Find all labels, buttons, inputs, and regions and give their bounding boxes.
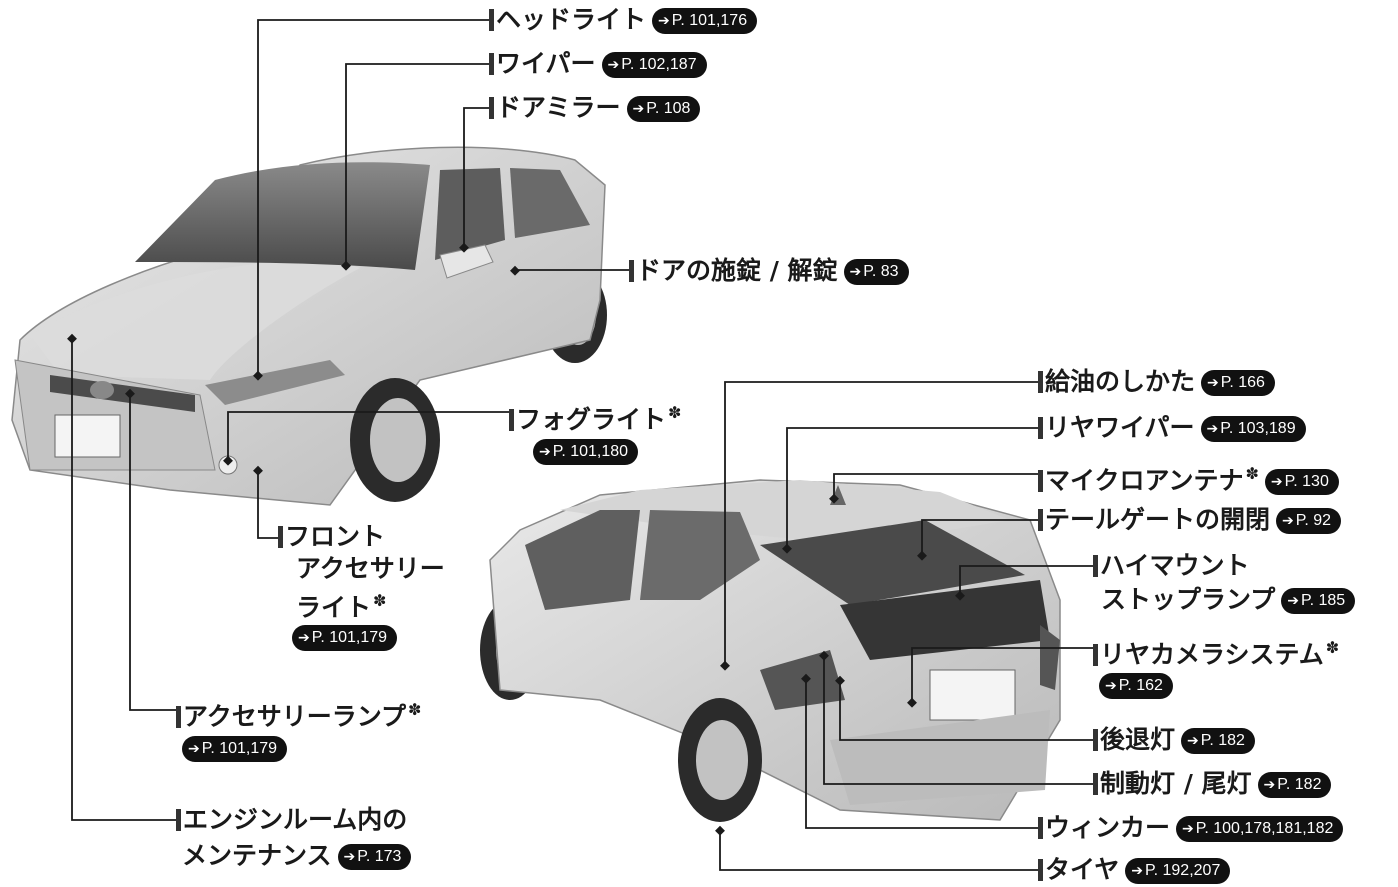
arrow-icon: ➔	[1182, 821, 1194, 837]
label-text: マイクロアンテナ	[1045, 466, 1244, 495]
label-text: 給油のしかた	[1045, 367, 1196, 396]
label-text: 制動灯 / 尾灯	[1100, 769, 1252, 798]
arrow-icon: ➔	[607, 57, 620, 73]
arrow-icon: ➔	[539, 444, 551, 460]
ref-fog-light: ➔P. 101,180	[533, 436, 639, 466]
leader-dots	[67, 242, 965, 836]
page-ref-link[interactable]: ➔P. 101,179	[182, 736, 288, 762]
rear-car	[480, 479, 1061, 822]
label-tailgate: テールゲートの開閉➔P. 92	[1038, 505, 1342, 535]
label-text: ワイパー	[496, 49, 596, 78]
arrow-icon: ➔	[188, 741, 200, 757]
label-text: ドアの施錠 / 解錠	[636, 256, 838, 285]
label-rear-camera: リヤカメラシステム✽	[1093, 633, 1339, 670]
page-ref-link[interactable]: ➔P. 100,178,181,182	[1176, 816, 1344, 842]
label-accessory-lamp: アクセサリーランプ✽	[176, 695, 421, 732]
arrow-icon: ➔	[1263, 777, 1276, 793]
label-high-mount-stop-line2: ストップランプ➔P. 185	[1101, 585, 1356, 615]
label-text: エンジンルーム内の	[183, 805, 408, 834]
option-mark: ✽	[1245, 464, 1259, 483]
arrow-icon: ➔	[849, 264, 862, 280]
label-text: 後退灯	[1100, 725, 1176, 754]
page-ref-link[interactable]: ➔P. 185	[1281, 588, 1356, 614]
label-text: テールゲートの開閉	[1045, 505, 1271, 534]
label-text: ドアミラー	[496, 93, 621, 122]
page-ref-link[interactable]: ➔P. 166	[1201, 370, 1275, 396]
page-ref-link[interactable]: ➔P. 102,187	[601, 52, 707, 78]
option-mark: ✽	[373, 591, 387, 610]
arrow-icon: ➔	[1207, 375, 1219, 391]
label-text-line2: アクセサリー	[296, 554, 445, 583]
page-ref-link[interactable]: ➔P. 101,179	[292, 625, 398, 651]
arrow-icon: ➔	[298, 630, 310, 646]
label-rear-wiper: リヤワイパー➔P. 103,189	[1038, 413, 1306, 443]
page-ref-link[interactable]: ➔P. 92	[1276, 508, 1342, 534]
page-ref-link[interactable]: ➔P. 101,180	[533, 439, 639, 465]
label-engine-room-line2: メンテナンス➔P. 173	[182, 841, 412, 871]
page-ref-link[interactable]: ➔P. 192,207	[1125, 858, 1231, 884]
arrow-icon: ➔	[1206, 421, 1219, 437]
label-headlight: ヘッドライト➔P. 101,176	[489, 5, 758, 35]
page-ref-link[interactable]: ➔P. 182	[1257, 772, 1332, 798]
ref-rear-camera: ➔P. 162	[1099, 670, 1173, 700]
arrow-icon: ➔	[658, 13, 670, 29]
label-text: リヤカメラシステム	[1100, 640, 1324, 669]
arrow-icon: ➔	[343, 849, 356, 865]
label-text-line3: ライト✽	[296, 591, 387, 622]
page-ref-link[interactable]: ➔P. 162	[1099, 673, 1173, 699]
option-mark: ✽	[668, 403, 682, 422]
arrow-icon: ➔	[1270, 474, 1283, 490]
page-ref-link[interactable]: ➔P. 130	[1264, 469, 1339, 495]
arrow-icon: ➔	[1105, 678, 1117, 694]
label-text: フォグライト	[516, 405, 667, 434]
page-ref-link[interactable]: ➔P. 83	[843, 259, 909, 285]
arrow-icon: ➔	[1131, 863, 1143, 879]
label-text: アクセサリーランプ	[183, 702, 407, 731]
label-text: タイヤ	[1045, 855, 1120, 884]
front-car	[11, 146, 607, 506]
ref-accessory-lamp: ➔P. 101,179	[182, 733, 288, 763]
label-turn-signal: ウィンカー➔P. 100,178,181,182	[1038, 813, 1344, 843]
label-brake-tail: 制動灯 / 尾灯➔P. 182	[1093, 769, 1332, 799]
option-mark: ✽	[408, 700, 422, 719]
leader-lines	[71, 19, 1095, 871]
label-text: フロント	[285, 522, 386, 551]
page-ref-link[interactable]: ➔P. 108	[626, 96, 701, 122]
label-fog-light: フォグライト✽	[509, 398, 681, 435]
label-micro-antenna: マイクロアンテナ✽ ➔P. 130	[1038, 459, 1339, 496]
option-mark: ✽	[1325, 638, 1340, 657]
label-backup-light: 後退灯➔P. 182	[1093, 725, 1255, 755]
label-engine-room: エンジンルーム内の	[176, 805, 407, 835]
label-tire: タイヤ➔P. 192,207	[1038, 855, 1231, 885]
label-door-mirror: ドアミラー➔P. 108	[489, 93, 701, 123]
arrow-icon: ➔	[1287, 593, 1299, 609]
label-text: ヘッドライト	[496, 5, 647, 34]
arrow-icon: ➔	[1282, 513, 1294, 529]
label-door-lock: ドアの施錠 / 解錠➔P. 83	[629, 256, 909, 286]
page-ref-link[interactable]: ➔P. 182	[1181, 728, 1255, 754]
page-ref-link[interactable]: ➔P. 173	[337, 844, 412, 870]
label-text: ハイマウント	[1100, 551, 1250, 580]
page-ref-link[interactable]: ➔P. 101,176	[652, 8, 758, 34]
label-text: リヤワイパー	[1045, 413, 1195, 442]
label-wiper: ワイパー➔P. 102,187	[489, 49, 707, 79]
ref-front-accessory-light: ➔P. 101,179	[292, 622, 398, 652]
label-front-accessory-light: フロント	[278, 522, 385, 552]
page-ref-link[interactable]: ➔P. 103,189	[1200, 416, 1306, 442]
arrow-icon: ➔	[632, 101, 645, 117]
arrow-icon: ➔	[1187, 733, 1199, 749]
label-text: ウィンカー	[1045, 813, 1171, 842]
label-refueling: 給油のしかた➔P. 166	[1038, 367, 1275, 397]
label-high-mount-stop: ハイマウント	[1093, 551, 1250, 581]
